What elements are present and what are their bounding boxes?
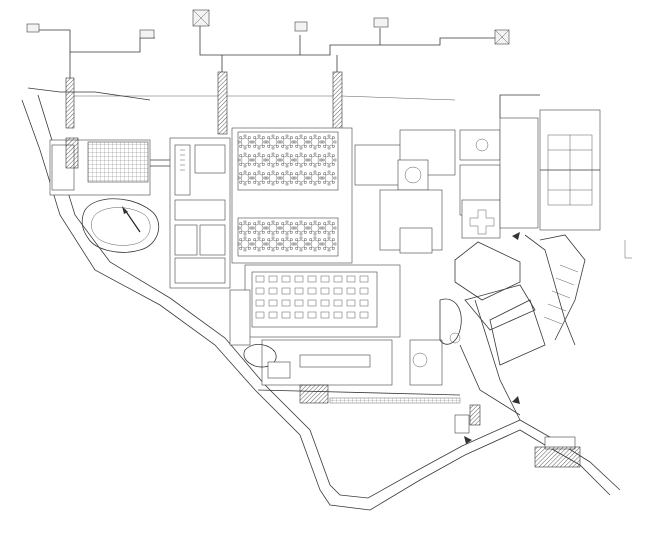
table-icon [294, 311, 304, 319]
east-building [354, 94, 540, 254]
table-icon [251, 220, 267, 236]
table-icon [281, 311, 291, 319]
table-icon [281, 287, 291, 295]
table-icon [255, 299, 265, 307]
top-utility-network [26, 9, 510, 135]
table-icon [307, 311, 317, 319]
direction-arrow-icon [464, 232, 520, 444]
table-icon [265, 220, 281, 236]
table-icon [321, 152, 337, 168]
table-icon [346, 299, 356, 307]
table-icon [346, 287, 356, 295]
parking-area [454, 234, 632, 366]
table-icon [359, 299, 369, 307]
table-icon [321, 134, 337, 150]
table-icon [268, 275, 278, 283]
table-icon [281, 275, 291, 283]
table-icon [307, 275, 317, 283]
table-icon [359, 275, 369, 283]
table-icon [294, 287, 304, 295]
table-icon [265, 134, 281, 150]
table-icon [359, 287, 369, 295]
west-building [49, 137, 172, 196]
table-icon [307, 299, 317, 307]
table-icon [237, 134, 253, 150]
table-icon [237, 220, 253, 236]
table-icon [255, 287, 265, 295]
table-icon [321, 236, 337, 252]
table-icon [293, 152, 309, 168]
table-icon [237, 152, 253, 168]
table-icon [294, 299, 304, 307]
table-icon [265, 152, 281, 168]
table-icon [307, 287, 317, 295]
table-icon [279, 134, 295, 150]
hall-upper [231, 127, 353, 264]
table-icon [307, 236, 323, 252]
table-icon [307, 220, 323, 236]
table-icon [321, 170, 337, 186]
table-icon [268, 311, 278, 319]
table-icon [255, 311, 265, 319]
table-icon [255, 275, 265, 283]
table-icon [333, 275, 343, 283]
table-icon [237, 170, 253, 186]
table-icon [320, 275, 330, 283]
north-arrow-icon [124, 209, 141, 233]
table-icon [320, 287, 330, 295]
table-icon [320, 311, 330, 319]
table-icon [333, 287, 343, 295]
hall-lower [229, 264, 461, 404]
table-icon [279, 152, 295, 168]
tennis-court-icon [539, 109, 601, 231]
table-icon [307, 170, 323, 186]
table-icon [307, 134, 323, 150]
table-icon [268, 299, 278, 307]
table-icon [333, 311, 343, 319]
gatehouse [534, 436, 581, 468]
table-icon [251, 134, 267, 150]
table-icon [346, 275, 356, 283]
table-icon [320, 299, 330, 307]
table-icon [268, 287, 278, 295]
table-icon [294, 275, 304, 283]
main-block [169, 137, 231, 289]
table-icon [237, 236, 253, 252]
table-icon [281, 299, 291, 307]
table-icon [251, 152, 267, 168]
table-icon [359, 311, 369, 319]
table-icon [251, 170, 267, 186]
table-icon [346, 311, 356, 319]
table-icon [333, 299, 343, 307]
table-icon [307, 152, 323, 168]
entrance-area [409, 298, 521, 434]
table-icon [321, 220, 337, 236]
landscape-pond [81, 198, 159, 253]
table-icon [279, 236, 295, 252]
